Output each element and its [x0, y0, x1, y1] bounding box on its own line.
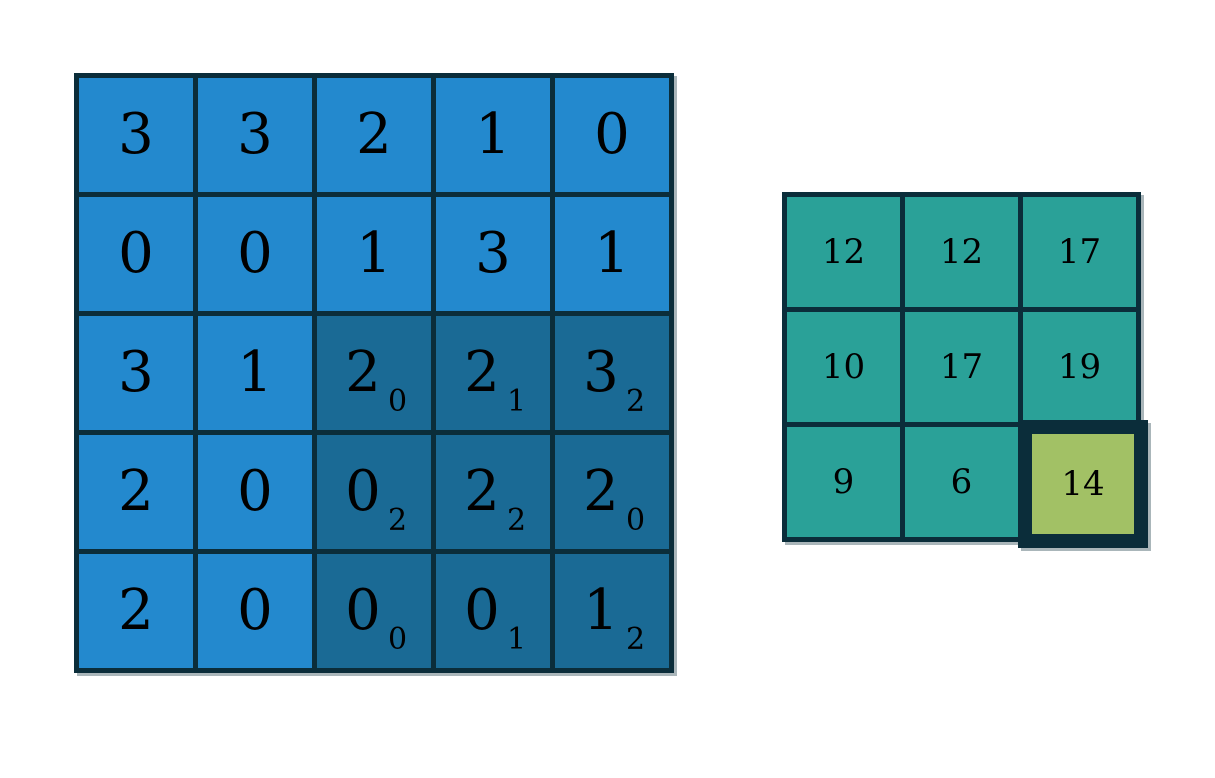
- right-cell-r1-c2[interactable]: 19: [1023, 312, 1136, 422]
- left-cell-value: 1: [356, 221, 392, 286]
- left-cell-subscript: 1: [507, 384, 527, 419]
- left-cell-value: 2: [118, 459, 154, 524]
- left-cell-value: 0: [118, 221, 154, 286]
- left-cell-value: 2: [583, 459, 619, 524]
- left-cell-value: 0: [237, 459, 273, 524]
- left-cell-value: 3: [118, 340, 154, 405]
- left-cell-value: 2: [345, 340, 381, 405]
- left-cell-subscript: 2: [507, 503, 527, 538]
- right-cell-value: 6: [950, 462, 973, 502]
- right-cell-value: 17: [939, 347, 984, 387]
- right-cell-r1-c0[interactable]: 10: [787, 312, 900, 422]
- highlighted-cell-value: 14: [1061, 464, 1105, 504]
- right-matrix-grid: 12 12 17 10 17 19 9 6 14: [782, 192, 1141, 542]
- left-cell-r1-c0[interactable]: 0: [79, 197, 193, 311]
- left-cell-r0-c0[interactable]: 3: [79, 78, 193, 192]
- left-cell-r2-c1[interactable]: 1: [198, 316, 312, 430]
- right-cell-r0-c0[interactable]: 12: [787, 197, 900, 307]
- left-cell-value: 3: [475, 221, 511, 286]
- left-cell-subscript: 2: [626, 622, 646, 657]
- left-cell-r3-c0[interactable]: 2: [79, 435, 193, 549]
- left-cell-value: 0: [594, 102, 630, 167]
- right-cell-value: 9: [832, 462, 855, 502]
- left-cell-value: 0: [345, 459, 381, 524]
- left-cell-value: 0: [237, 221, 273, 286]
- left-cell-value: 3: [118, 102, 154, 167]
- left-cell-value: 1: [237, 340, 273, 405]
- left-cell-value: 3: [583, 340, 619, 405]
- right-cell-r1-c1[interactable]: 17: [905, 312, 1018, 422]
- left-cell-r0-c3[interactable]: 1: [436, 78, 550, 192]
- right-cell-r0-c1[interactable]: 12: [905, 197, 1018, 307]
- left-cell-r1-c4[interactable]: 1: [555, 197, 669, 311]
- left-cell-value: 1: [583, 578, 619, 643]
- left-cell-r0-c2[interactable]: 2: [317, 78, 431, 192]
- left-cell-r0-c1[interactable]: 3: [198, 78, 312, 192]
- left-cell-value: 3: [237, 102, 273, 167]
- left-cell-value: 2: [464, 340, 500, 405]
- left-cell-value: 0: [345, 578, 381, 643]
- left-cell-value: 1: [594, 221, 630, 286]
- left-cell-subscript: 0: [388, 384, 408, 419]
- left-cell-r3-c1[interactable]: 0: [198, 435, 312, 549]
- left-cell-value: 1: [475, 102, 511, 167]
- left-cell-subscript: 1: [507, 622, 527, 657]
- left-cell-r4-c0[interactable]: 2: [79, 554, 193, 668]
- right-cell-r0-c2[interactable]: 17: [1023, 197, 1136, 307]
- right-cell-value: 12: [821, 232, 866, 272]
- left-cell-value: 0: [464, 578, 500, 643]
- left-cell-subscript: 0: [388, 622, 408, 657]
- left-cell-r1-c1[interactable]: 0: [198, 197, 312, 311]
- right-cell-value: 10: [821, 347, 866, 387]
- left-cell-r0-c4[interactable]: 0: [555, 78, 669, 192]
- right-cell-r2-c0[interactable]: 9: [787, 427, 900, 537]
- left-cell-value: 0: [237, 578, 273, 643]
- left-cell-r4-c1[interactable]: 0: [198, 554, 312, 668]
- left-cell-r1-c3[interactable]: 3: [436, 197, 550, 311]
- left-cell-subscript: 0: [626, 503, 646, 538]
- right-cell-r2-c1[interactable]: 6: [905, 427, 1018, 537]
- left-cell-r1-c2[interactable]: 1: [317, 197, 431, 311]
- right-matrix-container: 12 12 17 10 17 19 9 6 14: [782, 192, 1141, 542]
- highlighted-cell-frame[interactable]: 14: [1018, 420, 1148, 548]
- left-cell-value: 2: [464, 459, 500, 524]
- left-cell-value: 2: [118, 578, 154, 643]
- left-cell-r2-c0[interactable]: 3: [79, 316, 193, 430]
- right-cell-value: 17: [1057, 232, 1102, 272]
- right-cell-value: 19: [1057, 347, 1102, 387]
- left-cell-subscript: 2: [388, 503, 408, 538]
- left-cell-subscript: 2: [626, 384, 646, 419]
- right-cell-value: 12: [939, 232, 984, 272]
- highlighted-cell[interactable]: 14: [1032, 434, 1134, 534]
- left-cell-value: 2: [356, 102, 392, 167]
